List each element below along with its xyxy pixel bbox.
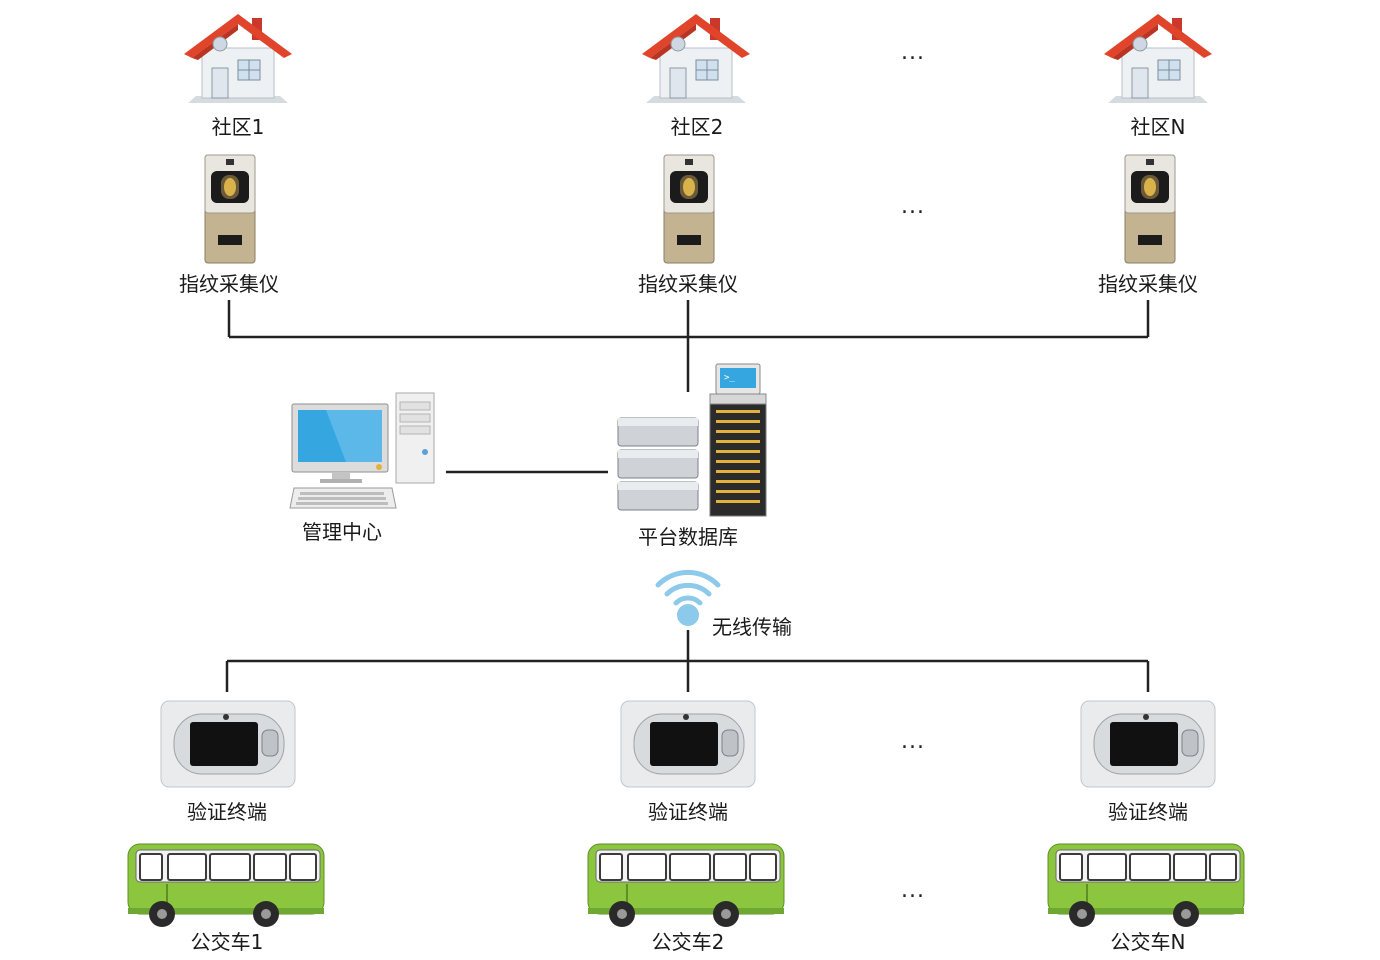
bus-label: 公交车1 <box>190 930 264 954</box>
desktop-computer-icon <box>286 390 446 514</box>
ellipsis: ... <box>901 40 925 65</box>
bus-icon <box>1046 838 1250 930</box>
community-label: 社区1 <box>211 115 265 139</box>
terminal-label: 验证终端 <box>648 800 728 824</box>
management-label: 管理中心 <box>302 520 382 544</box>
collector-label: 指纹采集仪 <box>179 272 279 296</box>
house-icon <box>1100 8 1216 106</box>
verification-terminal-icon <box>160 700 296 788</box>
collector-label: 指纹采集仪 <box>638 272 738 296</box>
community-label: 社区N <box>1130 115 1186 139</box>
community-label: 社区2 <box>670 115 724 139</box>
bus-label: 公交车N <box>1110 930 1186 954</box>
terminal-label: 验证终端 <box>1108 800 1188 824</box>
svg-text:>_: >_ <box>724 373 735 383</box>
fingerprint-scanner-icon <box>1123 153 1177 265</box>
wireless-label: 无线传输 <box>712 615 792 639</box>
verification-terminal-icon <box>620 700 756 788</box>
verification-terminal-icon <box>1080 700 1216 788</box>
ellipsis: ... <box>901 194 925 219</box>
collector-label: 指纹采集仪 <box>1098 272 1198 296</box>
fingerprint-scanner-icon <box>662 153 716 265</box>
house-icon <box>638 8 754 106</box>
fingerprint-scanner-icon <box>203 153 257 265</box>
bus-label: 公交车2 <box>651 930 725 954</box>
wifi-icon <box>650 563 726 629</box>
house-icon <box>180 8 296 106</box>
ellipsis: ... <box>901 878 925 903</box>
bus-icon <box>126 838 330 930</box>
bus-icon <box>586 838 790 930</box>
ellipsis: ... <box>901 729 925 754</box>
database-server-icon: >_ <box>614 362 774 518</box>
terminal-label: 验证终端 <box>187 800 267 824</box>
database-label: 平台数据库 <box>638 525 738 549</box>
